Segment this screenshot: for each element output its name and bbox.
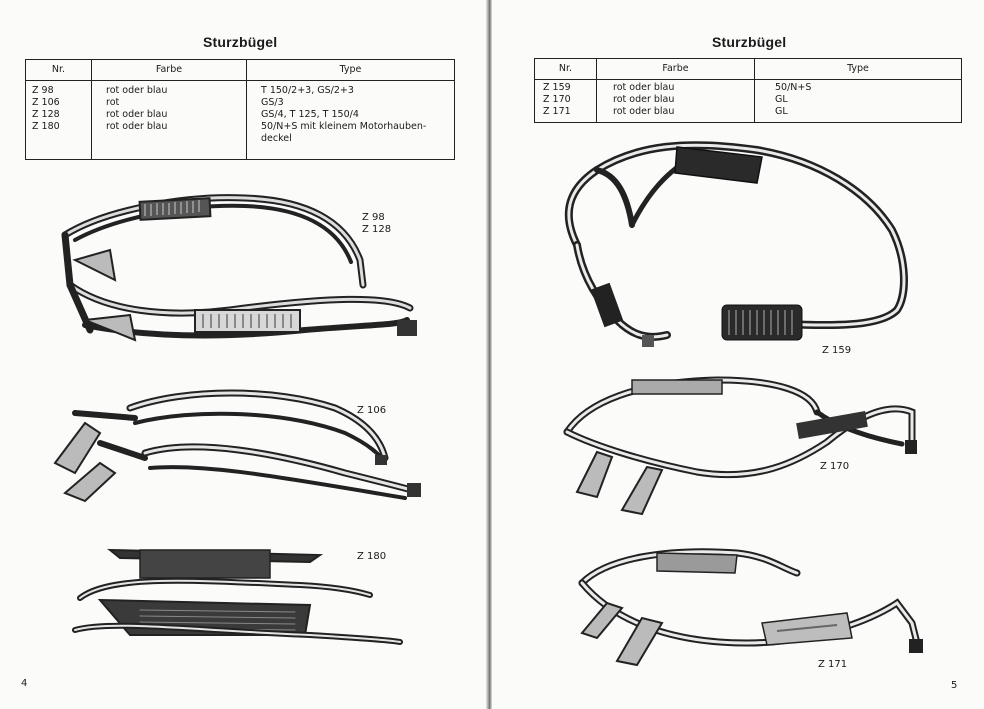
header-nr: Nr. <box>534 58 597 80</box>
nr-value: Z 180 <box>32 121 60 132</box>
figure-caption-z170: Z 170 <box>820 461 849 473</box>
farbe-value: rot oder blau <box>106 121 168 132</box>
table-header-row: Nr. Farbe Type <box>25 59 455 81</box>
caption-line: Z 106 <box>357 405 387 416</box>
farbe-value: rot oder blau <box>106 85 168 96</box>
figure-caption-z180: Z 180 <box>357 551 386 563</box>
table-header-row: Nr. Farbe Type <box>534 58 962 80</box>
book-spine <box>486 0 492 709</box>
farbe-value: rot oder blau <box>613 82 675 93</box>
caption-line: Z 170 <box>820 461 850 472</box>
crash-bar-z98-illustration <box>61 194 417 342</box>
page-title: Sturzbügel <box>712 34 787 50</box>
nr-value: Z 171 <box>543 106 571 117</box>
farbe-value: rot oder blau <box>613 94 675 105</box>
crash-bar-z180-illustration <box>72 548 403 645</box>
type-value: 50/N+S <box>775 82 812 93</box>
table-row: Z 159 Z 170 Z 171 rot oder blau rot oder… <box>534 79 962 123</box>
type-value: GS/4, T 125, T 150/4 <box>261 109 359 120</box>
figure-caption-z171: Z 171 <box>818 659 847 671</box>
farbe-value: rot oder blau <box>106 109 168 120</box>
cell-farbe: rot oder blau rot rot oder blau rot oder… <box>91 80 247 160</box>
cell-nr: Z 159 Z 170 Z 171 <box>534 79 597 123</box>
type-value: T 150/2+3, GS/2+3 <box>261 85 354 96</box>
type-value: GL <box>775 94 788 105</box>
page-number: 4 <box>21 678 28 689</box>
caption-line: Z 98 <box>362 212 385 223</box>
header-nr: Nr. <box>25 59 92 81</box>
crash-bar-z106-illustration <box>53 389 421 503</box>
left-page: Sturzbügel Nr. Farbe Type Z 98 Z 106 Z 1… <box>0 0 488 709</box>
header-farbe: Farbe <box>596 58 755 80</box>
nr-value: Z 98 <box>32 85 54 96</box>
figure-caption-z98: Z 98 Z 128 <box>362 212 391 236</box>
nr-value: Z 170 <box>543 94 571 105</box>
header-farbe: Farbe <box>91 59 247 81</box>
type-value: 50/N+S mit kleinem Motorhauben- <box>261 121 427 132</box>
caption-line: Z 171 <box>818 659 848 670</box>
page-title: Sturzbügel <box>203 34 278 50</box>
header-type: Type <box>754 58 962 80</box>
nr-value: Z 128 <box>32 109 60 120</box>
cell-type: 50/N+S GL GL <box>754 79 962 123</box>
nr-value: Z 159 <box>543 82 571 93</box>
nr-value: Z 106 <box>32 97 60 108</box>
right-page: Sturzbügel Nr. Farbe Type Z 159 Z 170 Z … <box>492 0 984 709</box>
caption-line: Z 128 <box>362 224 392 235</box>
figure-caption-z106: Z 106 <box>357 405 386 417</box>
type-value: GL <box>775 106 788 117</box>
page-number: 5 <box>951 680 958 691</box>
crash-bar-z171-illustration <box>578 548 923 667</box>
header-type: Type <box>246 59 455 81</box>
caption-line: Z 159 <box>822 345 852 356</box>
crash-bar-z170-illustration <box>563 376 917 516</box>
crash-bar-z159-illustration <box>564 141 908 347</box>
farbe-value: rot oder blau <box>613 106 675 117</box>
cell-nr: Z 98 Z 106 Z 128 Z 180 <box>25 80 92 160</box>
table-row: Z 98 Z 106 Z 128 Z 180 rot oder blau rot… <box>25 80 455 160</box>
type-value: deckel <box>261 133 292 144</box>
cell-type: T 150/2+3, GS/2+3 GS/3 GS/4, T 125, T 15… <box>246 80 455 160</box>
spec-table: Nr. Farbe Type Z 159 Z 170 Z 171 rot ode… <box>534 58 962 123</box>
caption-line: Z 180 <box>357 551 387 562</box>
type-value: GS/3 <box>261 97 284 108</box>
farbe-value: rot <box>106 97 120 108</box>
spec-table: Nr. Farbe Type Z 98 Z 106 Z 128 Z 180 ro… <box>25 59 455 160</box>
cell-farbe: rot oder blau rot oder blau rot oder bla… <box>596 79 755 123</box>
figure-caption-z159: Z 159 <box>822 345 851 357</box>
